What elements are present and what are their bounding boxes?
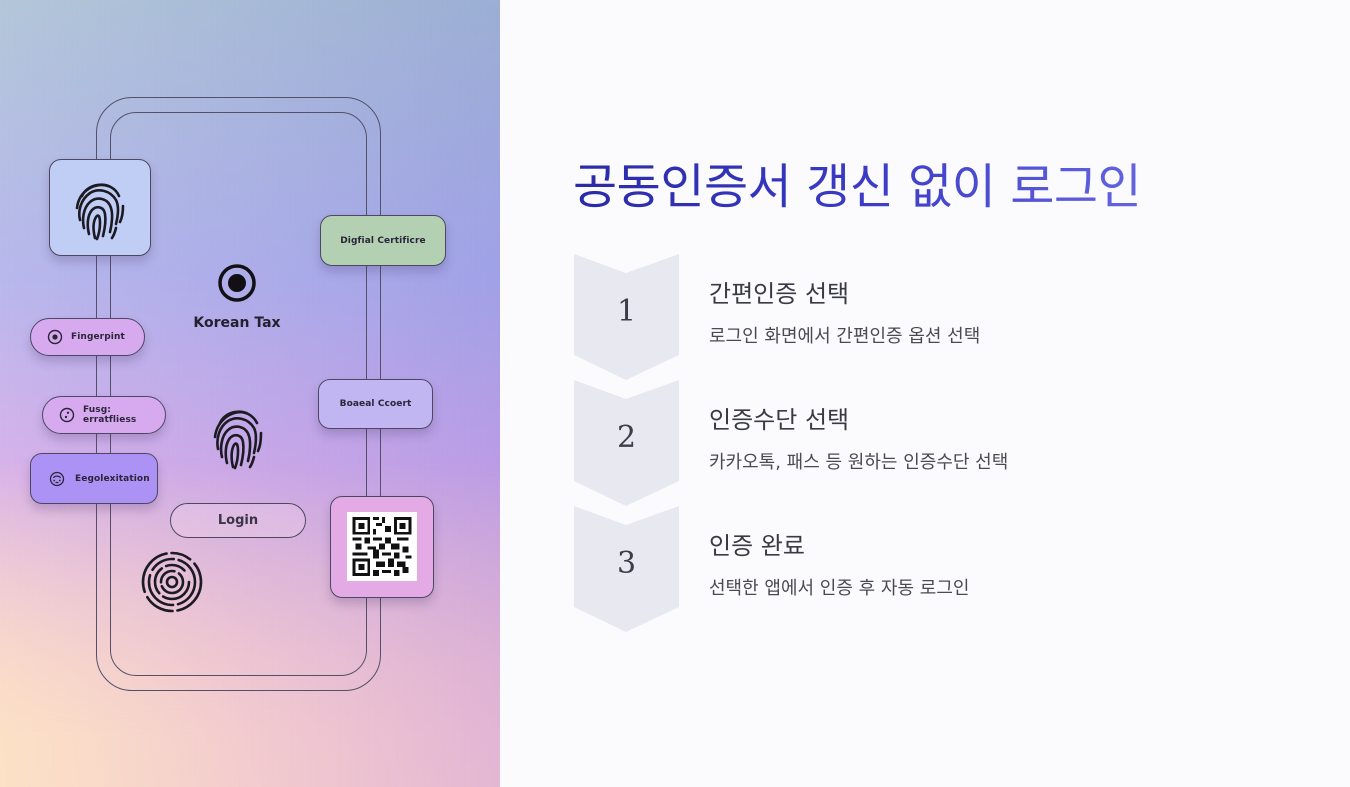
step-2: 2 인증수단 선택 카카오톡, 패스 등 원하는 인증수단 선택 [574, 380, 1174, 506]
circular-fingerprint-icon [141, 551, 203, 613]
step-description: 카카오톡, 패스 등 원하는 인증수단 선택 [709, 452, 1009, 473]
radio-dot-icon [47, 329, 63, 345]
eggolexitation-label: Eegolexitation [75, 473, 150, 484]
login-button[interactable]: Login [170, 503, 306, 538]
step-title: 인증수단 선택 [709, 406, 850, 434]
step-description: 로그인 화면에서 간편인증 옵션 선택 [709, 326, 981, 347]
face-dots-icon [59, 407, 75, 423]
fingerprint-icon [75, 183, 125, 241]
chevron-icon [574, 380, 679, 506]
chevron-icon [574, 254, 679, 380]
qr-code-area [347, 512, 417, 581]
digital-certificate-card: Digfial Certificre [320, 215, 446, 266]
step-description: 선택한 앱에서 인증 후 자동 로그인 [709, 578, 970, 599]
step-number: 3 [616, 546, 637, 581]
qr-code-card [330, 496, 434, 598]
face-smile-icon [49, 471, 65, 486]
step-number: 2 [616, 420, 637, 455]
step-1: 1 간편인증 선택 로그인 화면에서 간편인증 옵션 선택 [574, 254, 1174, 380]
step-number: 1 [616, 294, 637, 329]
target-icon [218, 264, 256, 302]
step-title: 간편인증 선택 [709, 280, 850, 308]
step-3: 3 인증 완료 선택한 앱에서 인증 후 자동 로그인 [574, 506, 1174, 632]
boaeal-ccoert-card: Boaeal Ccoert [318, 379, 433, 429]
chevron-icon [574, 506, 679, 632]
fingerpint-pill: Fingerpint [30, 318, 145, 356]
page-title: 공동인증서 갱신 없이 로그인 [573, 156, 1142, 218]
eggolexitation-card: Eegolexitation [30, 453, 158, 504]
fingerrotfliess-pill: Fusg: erratfliess [42, 396, 166, 434]
hero-illustration: Korean Tax Digfial Certificre Boaeal Cco… [0, 0, 500, 787]
brand-name: Korean Tax [193, 315, 281, 331]
fingerpint-label: Fingerpint [71, 332, 125, 342]
fingerprint-icon [213, 410, 263, 470]
step-title: 인증 완료 [709, 532, 805, 560]
qr-code-icon [352, 517, 412, 576]
fingerrotfliess-label: Fusg: erratfliess [83, 405, 137, 425]
